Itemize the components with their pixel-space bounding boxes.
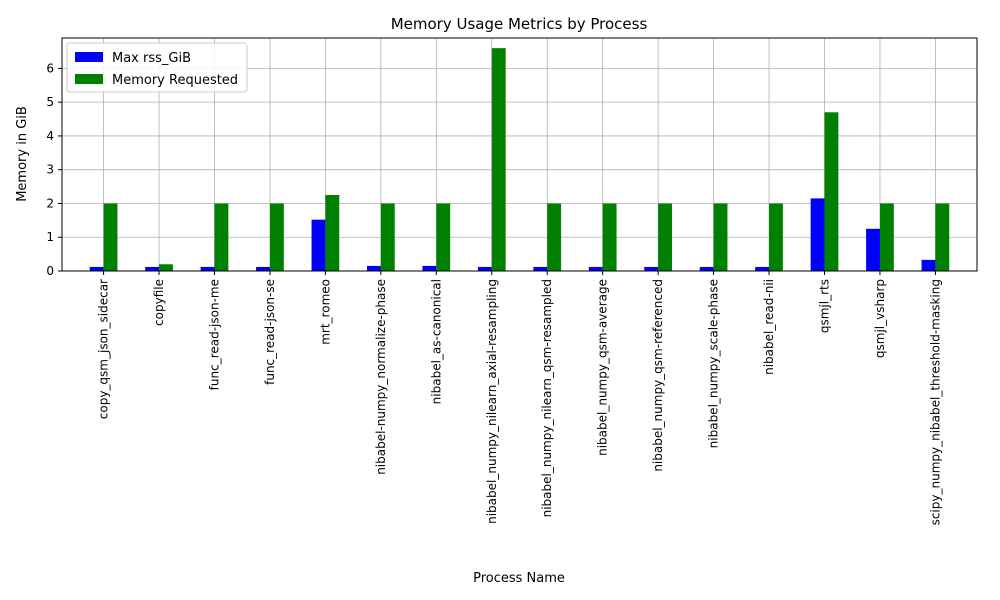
y-tick-label: 2	[46, 196, 54, 210]
bar-max-rss	[422, 265, 437, 271]
bar-memory-requested	[602, 203, 617, 271]
bar-memory-requested	[103, 203, 118, 271]
y-tick-label: 1	[46, 230, 54, 244]
bar-max-rss	[311, 219, 326, 271]
legend-label: Memory Requested	[112, 73, 238, 88]
x-tick-label: nibabel_read-nii	[762, 279, 776, 375]
x-tick-label: func_read-json-me	[208, 279, 222, 390]
bar-memory-requested	[824, 112, 839, 271]
x-tick-label: nibabel_numpy_scale-phase	[707, 279, 721, 448]
bar-memory-requested	[380, 203, 395, 271]
plot-frame	[61, 37, 978, 272]
bar-max-rss	[145, 266, 160, 271]
x-tick-label: nibabel_as-canonical	[429, 279, 443, 404]
bar-max-rss	[644, 266, 659, 271]
x-tick-label: nibabel_numpy_qsm-referenced	[651, 279, 665, 472]
bar-max-rss	[256, 266, 270, 271]
bar-memory-requested	[935, 203, 950, 271]
x-tick-label: nibabel_numpy_qsm-average	[596, 279, 610, 456]
legend: Max rss_GiB Memory Requested	[66, 42, 248, 93]
x-tick-label: nibabel_numpy_nilearn_axial-resampling	[485, 279, 499, 524]
bar-memory-requested	[713, 203, 728, 271]
bar-memory-requested	[658, 203, 672, 271]
y-tick-label: 3	[46, 163, 54, 177]
x-tick-label: qsmjl_rts	[818, 279, 832, 333]
y-axis: 0 1 2 3 4 5 6	[46, 61, 62, 278]
y-tick-label: 6	[46, 61, 54, 75]
bars	[89, 48, 950, 272]
bar-max-rss	[866, 228, 880, 271]
legend-label: Max rss_GiB	[112, 51, 191, 66]
y-axis-label: Memory in GiB	[15, 106, 30, 202]
bar-max-rss	[89, 266, 104, 271]
bar-memory-requested	[269, 203, 284, 271]
bar-max-rss	[367, 265, 381, 271]
bar-memory-requested	[325, 195, 340, 271]
y-tick-label: 4	[46, 129, 54, 143]
bar-memory-requested	[436, 203, 451, 271]
legend-swatch	[75, 74, 103, 84]
x-tick-label: copy_qsm_json_sidecar	[97, 279, 111, 419]
chart-title: Memory Usage Metrics by Process	[391, 15, 648, 33]
x-tick-label: nibabel-numpy_normalize-phase	[374, 279, 388, 475]
bar-max-rss	[810, 198, 825, 271]
legend-box	[66, 42, 248, 93]
bar-max-rss	[588, 266, 603, 271]
x-tick-label: scipy_numpy_nibabel_threshold-masking	[928, 279, 942, 525]
y-tick-label: 5	[46, 95, 54, 109]
bar-memory-requested	[491, 48, 506, 272]
x-axis: copy_qsm_json_sidecar copyfile func_read-j…	[97, 271, 942, 525]
bar-memory-requested	[547, 203, 562, 271]
x-tick-label: mrt_romeo	[318, 279, 332, 345]
bar-max-rss	[921, 259, 936, 271]
bar-max-rss	[477, 266, 492, 271]
legend-swatch	[75, 52, 103, 62]
x-tick-label: func_read-json-se	[263, 279, 277, 385]
x-axis-label: Process Name	[473, 571, 565, 586]
x-tick-label: nibabel_numpy_nilearn_qsm-resampled	[540, 279, 554, 517]
x-tick-label: qsmjl_vsharp	[873, 279, 887, 358]
bar-memory-requested	[769, 203, 783, 271]
bar-max-rss	[533, 266, 548, 271]
x-tick-label: copyfile	[152, 279, 166, 326]
bar-memory-requested	[879, 203, 894, 271]
bar-max-rss	[699, 266, 714, 271]
bar-max-rss	[200, 266, 215, 271]
y-tick-label: 0	[46, 264, 54, 278]
bar-max-rss	[755, 266, 770, 271]
bar-memory-requested	[214, 203, 229, 271]
bar-memory-requested	[159, 264, 173, 271]
